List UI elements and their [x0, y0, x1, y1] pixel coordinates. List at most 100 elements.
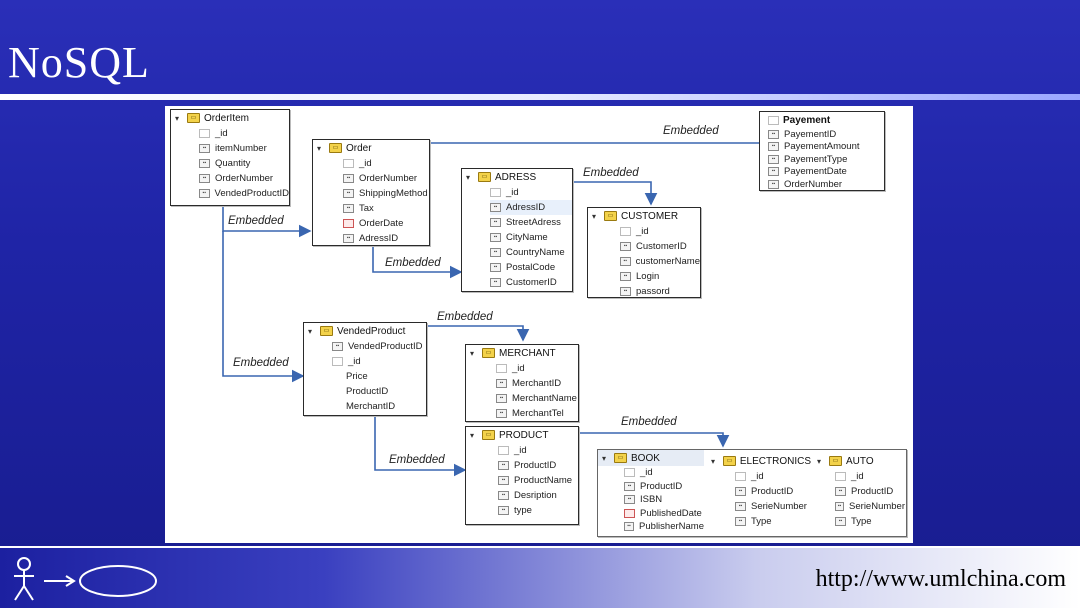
collapse-chevron-icon[interactable]: ▾: [711, 456, 716, 466]
edge-label-orderitem-order: Embedded: [228, 215, 284, 227]
entity-payement[interactable]: Payement ▪▪ PayementID ▪▪PayementAmount ▪…: [759, 111, 885, 191]
collapse-chevron-icon[interactable]: ▾: [470, 348, 475, 358]
field-row: ▪▪CustomerID: [620, 239, 700, 254]
table-icon: ▭: [482, 348, 495, 358]
entity-header: ▾▭CUSTOMER: [588, 208, 700, 224]
collapse-chevron-icon[interactable]: ▾: [308, 326, 313, 336]
collapse-chevron-icon[interactable]: ▾: [602, 453, 607, 463]
entity-order[interactable]: ▾▭Order _id ▪▪OrderNumber ▪▪ShippingMeth…: [312, 139, 430, 246]
field-name: Price: [346, 371, 368, 382]
field-name: ProductID: [346, 386, 389, 397]
field-row: ▪▪Tax: [343, 201, 429, 216]
field-row: _id: [624, 466, 704, 480]
table-icon: ▭: [829, 456, 842, 466]
field-type-icon: ▪▪: [490, 263, 501, 272]
entity-electronics[interactable]: ▾▭ELECTRONICS _id ▪▪ProductID ▪▪SerieNum…: [707, 453, 811, 533]
field-name: _id: [359, 158, 372, 169]
field-name: Quantity: [215, 158, 251, 169]
entity-orderitem[interactable]: ▾▭OrderItem _id ▪▪itemNumber ▪▪Quantity …: [170, 109, 290, 206]
field-type-icon: ▪▪: [498, 476, 509, 485]
field-row: ▪▪Desription: [498, 488, 578, 503]
entity-adress[interactable]: ▾▭ADRESS _id ▪▪AdressID ▪▪StreetAdress ▪…: [461, 168, 573, 292]
collapse-chevron-icon[interactable]: ▾: [817, 456, 822, 466]
entity-name: Payement: [783, 114, 831, 126]
field-row: ▪▪StreetAdress: [490, 215, 572, 230]
field-row: ▪▪ Type: [735, 514, 811, 529]
field-name: _id: [751, 471, 764, 482]
field-type-icon: ▪▪: [199, 144, 210, 153]
field-type-icon: ▪▪: [835, 517, 846, 526]
collapse-chevron-icon[interactable]: ▾: [470, 430, 475, 440]
field-name: _id: [506, 187, 519, 198]
entity-auto[interactable]: ▾▭AUTO _id ▪▪ProductID ▪▪SerieNumber ▪▪T…: [813, 453, 905, 533]
field-row: ▪▪MerchantTel: [496, 406, 578, 421]
field-name: Type: [751, 516, 772, 527]
field-name: type: [514, 505, 532, 516]
field-row: Price: [332, 369, 426, 384]
entity-name: BOOK: [631, 452, 660, 464]
field-name: _id: [851, 471, 864, 482]
field-row: ▪▪PostalCode: [490, 260, 572, 275]
entity-name: MERCHANT: [499, 347, 556, 359]
entity-header: ▾▭PRODUCT: [466, 427, 578, 443]
field-name: CountryName: [506, 247, 565, 258]
field-type-icon: ▪▪: [199, 174, 210, 183]
field-row: ProductID: [332, 384, 426, 399]
field-row: _id: [620, 224, 700, 239]
edge-label-payement-order: Embedded: [663, 125, 719, 137]
field-row: ▪▪PayementType: [768, 153, 884, 166]
entity-customer[interactable]: ▾▭CUSTOMER _id ▪▪CustomerID ▪▪customerNa…: [587, 207, 701, 298]
entity-header: ▾▭BOOK: [598, 450, 704, 466]
entity-vendedproduct[interactable]: ▾▭VendedProduct ▪▪VendedProductID _id Pr…: [303, 322, 427, 416]
field-row: ▪▪ PayementID: [768, 128, 884, 141]
edge-label-adress-customer: Embedded: [583, 167, 639, 179]
field-row: OrderDate: [343, 216, 429, 231]
collapse-chevron-icon[interactable]: ▾: [317, 143, 322, 153]
field-row: _id: [490, 185, 572, 200]
field-name: _id: [512, 363, 525, 374]
field-name: ShippingMethod: [359, 188, 428, 199]
field-type-icon: ▪▪: [343, 189, 354, 198]
collapse-chevron-icon[interactable]: ▾: [175, 113, 180, 123]
edge-label-orderitem-vendedproduct: Embedded: [233, 357, 289, 369]
field-type-icon: ▪▪: [343, 234, 354, 243]
field-name: Desription: [514, 490, 557, 501]
field-type-icon: ▪▪: [768, 142, 779, 152]
entity-product[interactable]: ▾▭PRODUCT _id ▪▪ProductID ▪▪ProductName …: [465, 426, 579, 525]
field-row: ▪▪VendedProductID: [199, 186, 289, 201]
table-icon: ▭: [722, 456, 736, 466]
field-name: Login: [636, 271, 660, 282]
field-type-icon: ▪▪: [735, 502, 746, 511]
field-type-icon: ▪▪: [835, 487, 846, 496]
collapse-chevron-icon[interactable]: ▾: [466, 172, 471, 182]
footer-bar: [0, 546, 1080, 608]
field-row: ▪▪ CountryName: [490, 245, 572, 260]
collapse-chevron-icon[interactable]: ▾: [592, 211, 597, 221]
field-row: ▪▪ ProductID: [835, 484, 905, 499]
website-url[interactable]: http://www.umlchina.com: [815, 566, 1066, 592]
field-name: itemNumber: [215, 143, 267, 154]
entity-name: ADRESS: [495, 171, 537, 183]
field-type-icon: ▪▪: [490, 218, 501, 227]
field-name: OrderDate: [359, 218, 404, 229]
field-type-icon: ▪▪: [496, 409, 507, 418]
field-type-icon: [490, 188, 501, 197]
field-row: ▪▪PayementAmount: [768, 141, 884, 154]
field-type-icon: [498, 446, 509, 455]
entity-book[interactable]: ▾▭BOOK _id ▪▪ProductID ▪▪ISBN PublishedD…: [598, 450, 704, 536]
field-type-icon: ▪▪: [768, 179, 779, 189]
field-type-icon: [332, 373, 341, 380]
field-type-icon: ▪▪: [490, 248, 501, 257]
connector-order-adress: [372, 246, 463, 279]
edge-label-vendedproduct-product: Embedded: [389, 454, 445, 466]
field-row: ▪▪type: [498, 503, 578, 518]
field-name: _id: [640, 467, 653, 479]
field-name: PayementID: [784, 128, 837, 140]
field-name: _id: [514, 445, 527, 456]
field-name: SerieNumber: [849, 501, 905, 512]
field-name: ProductID: [851, 486, 894, 497]
field-type-icon: ▪▪: [768, 129, 779, 139]
field-type-icon: ▪▪: [735, 517, 746, 526]
field-row: ▪▪customerName: [620, 254, 700, 269]
entity-merchant[interactable]: ▾▭MERCHANT _id ▪▪MerchantID ▪▪MerchantNa…: [465, 344, 579, 422]
